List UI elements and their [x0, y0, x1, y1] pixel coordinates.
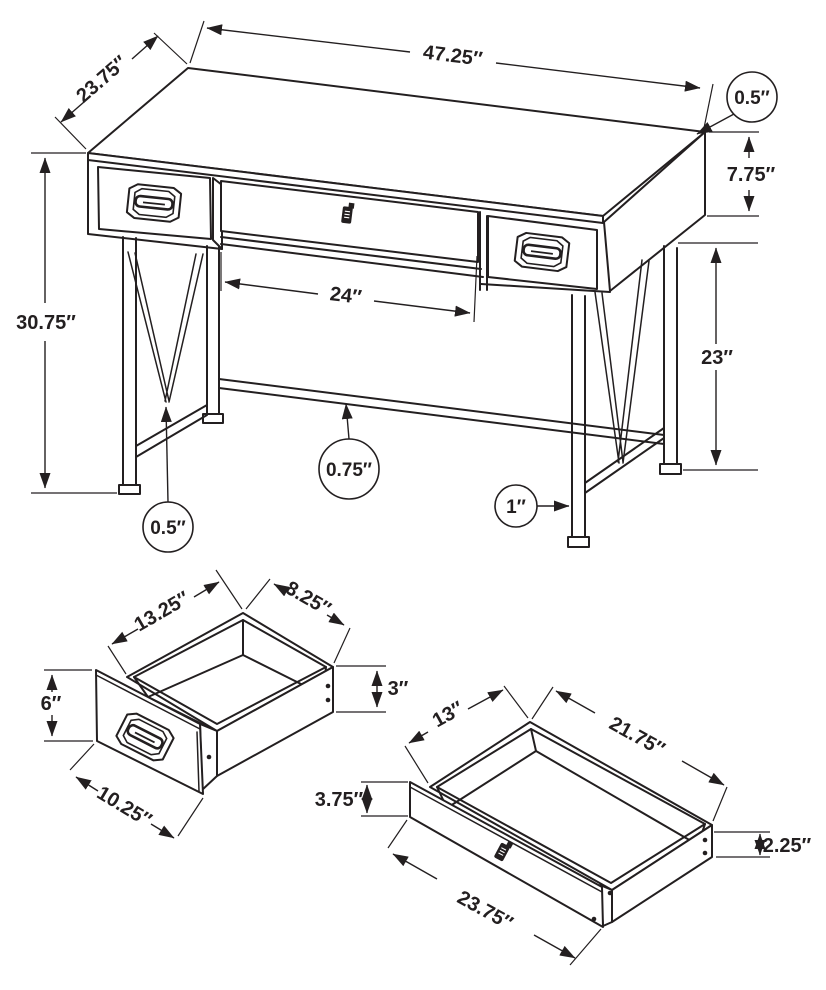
desk-overall-height-label: 30.75″ [16, 312, 76, 334]
dim-desk-knee-space: 24″ [220, 252, 478, 323]
stretcher-thickness-label: 0.75″ [326, 460, 372, 481]
desk-legs [118, 236, 682, 548]
dim-large-side-height: 2.25″ [714, 831, 812, 858]
right-drawer-handle [512, 230, 572, 274]
large-inner-width-label: 13″ [429, 697, 468, 732]
leg-width-label: 1″ [506, 497, 526, 518]
small-inner-width-label: 8.25″ [281, 577, 334, 621]
callout-leg-width: 1″ [494, 484, 570, 528]
front-right-leg [571, 294, 586, 538]
top-thickness-label: 0.5″ [734, 88, 770, 109]
small-inner-depth-label: 3″ [388, 678, 409, 700]
large-inner-length-label: 21.75″ [605, 713, 668, 761]
rear-right-leg [663, 245, 678, 465]
dim-small-inner-depth: 3″ [336, 665, 409, 713]
desk-under-clearance-label: 23″ [701, 347, 733, 369]
desk-top-depth-label: 23.75″ [72, 51, 132, 107]
desk-top-length-label: 47.25″ [422, 41, 484, 70]
small-drawer-box [95, 612, 334, 795]
dim-desk-side-height: 7.75″ [707, 131, 776, 217]
callout-stretcher-thickness: 0.75″ [318, 403, 380, 500]
dim-desk-under-clearance: 23″ [678, 242, 758, 471]
large-front-width-label: 23.75″ [453, 887, 516, 935]
large-drawer-box [409, 721, 713, 928]
brace-thickness-label: 0.5″ [150, 518, 186, 539]
left-v-brace [127, 251, 204, 403]
long-stretcher [218, 378, 665, 445]
small-front-width-label: 10.25″ [93, 782, 156, 832]
callout-brace-thickness: 0.5″ [142, 406, 194, 553]
desk-knee-space-label: 24″ [329, 283, 364, 309]
callout-top-thickness: 0.5″ [696, 71, 778, 135]
large-side-height-label: 2.25″ [763, 835, 812, 857]
small-inner-length-label: 13.25″ [131, 587, 194, 636]
large-drawer-front [409, 781, 604, 928]
desk-top-edge [87, 152, 604, 224]
right-v-brace [594, 259, 650, 464]
large-front-height-label: 3.75″ [315, 789, 364, 811]
left-side-stretcher [135, 404, 208, 458]
front-left-leg [122, 236, 137, 486]
small-drawer-figure: 13.25″ 8.25″ 3″ 6″ 10.25″ [41, 569, 409, 839]
dim-desk-overall-height: 30.75″ [16, 152, 117, 494]
desk-side-height-label: 7.75″ [727, 164, 776, 186]
desk-figure: 23.75″ 47.25″ 0.5″ 7.75″ 30.75″ [16, 20, 778, 553]
small-front-height-label: 6″ [41, 693, 62, 715]
large-drawer-figure: 13″ 21.75″ 3.75″ 2.25″ 23.75″ [315, 685, 812, 966]
dim-large-front-height: 3.75″ [315, 781, 408, 817]
rear-left-leg [206, 245, 220, 415]
right-side-stretcher [584, 427, 665, 494]
desk-body [87, 67, 706, 293]
left-drawer-handle [125, 182, 183, 224]
dim-small-front-height: 6″ [41, 669, 93, 742]
